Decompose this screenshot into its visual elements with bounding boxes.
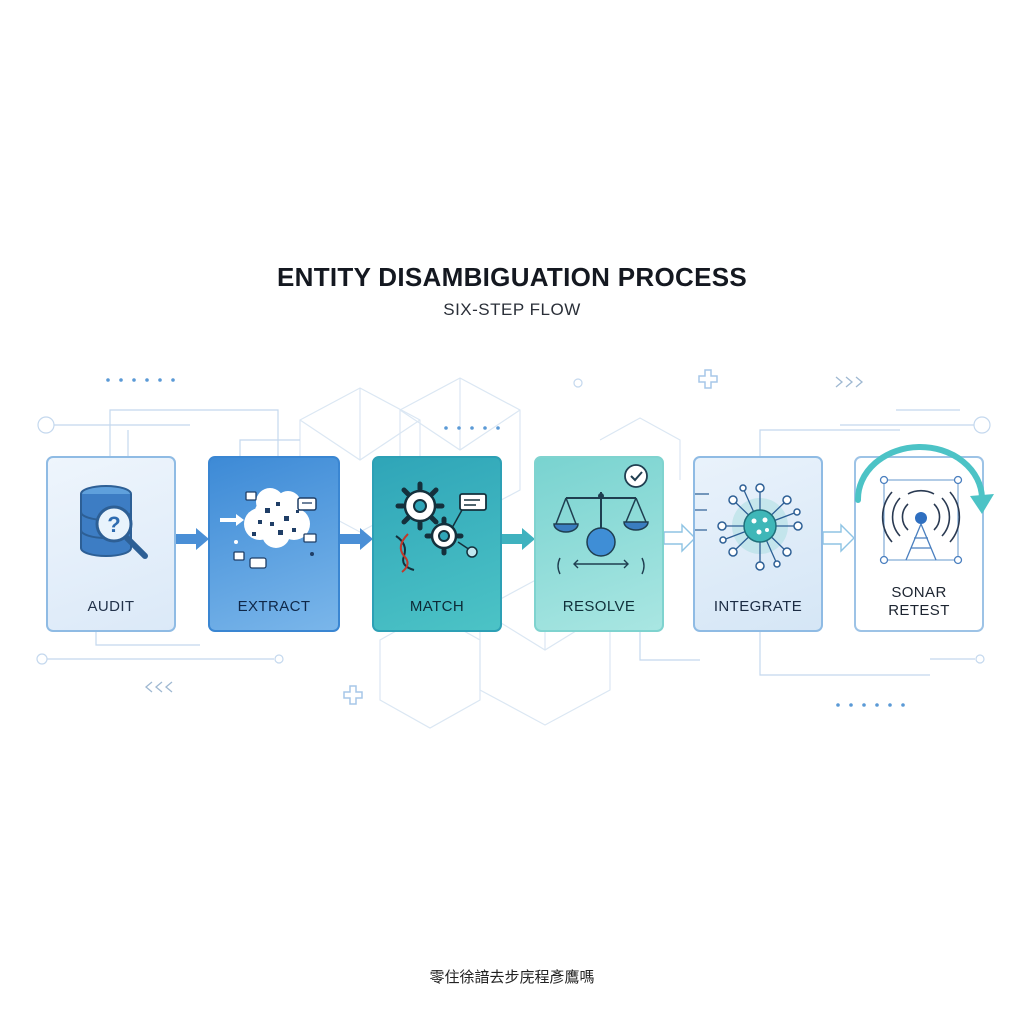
- step-label: AUDIT: [87, 598, 135, 615]
- step-audit[interactable]: ? AUDIT: [46, 456, 176, 632]
- step-label: SONAR RETEST: [856, 584, 982, 620]
- step-integrate[interactable]: INTEGRATE: [693, 456, 823, 632]
- sonar-tower-icon: [879, 475, 963, 565]
- arrow-resolve-integrate: [664, 523, 696, 553]
- step-label-line1: SONAR: [891, 584, 947, 601]
- footer-caption: 零住徐諳去步庑程彥鷹嗎: [429, 969, 595, 986]
- step-resolve[interactable]: RESOLVE: [534, 456, 664, 632]
- step-match[interactable]: MATCH: [372, 456, 502, 632]
- gears-dna-icon: [395, 481, 487, 573]
- page-subtitle: SIX-STEP FLOW: [443, 300, 581, 319]
- network-hub-icon: [695, 483, 803, 571]
- data-cloud-icon: [220, 488, 317, 569]
- database-search-icon: ?: [80, 485, 148, 559]
- page-title: ENTITY DISAMBIGUATION PROCESS: [277, 262, 747, 292]
- step-label: INTEGRATE: [713, 598, 803, 615]
- arrow-audit-extract: [176, 528, 209, 550]
- arrow-integrate-sonar: [823, 523, 855, 553]
- step-label: MATCH: [409, 598, 465, 615]
- step-label: EXTRACT: [237, 598, 311, 615]
- arrow-extract-match: [340, 528, 373, 550]
- svg-text:?: ?: [107, 512, 120, 537]
- balance-scale-icon: [553, 464, 649, 575]
- step-label-line2: RETEST: [888, 602, 950, 619]
- arrow-match-resolve: [502, 528, 535, 550]
- step-sonar-retest[interactable]: SONAR RETEST: [854, 444, 994, 632]
- step-label: RESOLVE: [562, 598, 636, 615]
- refresh-arc-icon: [854, 444, 994, 514]
- step-extract[interactable]: EXTRACT: [208, 456, 340, 632]
